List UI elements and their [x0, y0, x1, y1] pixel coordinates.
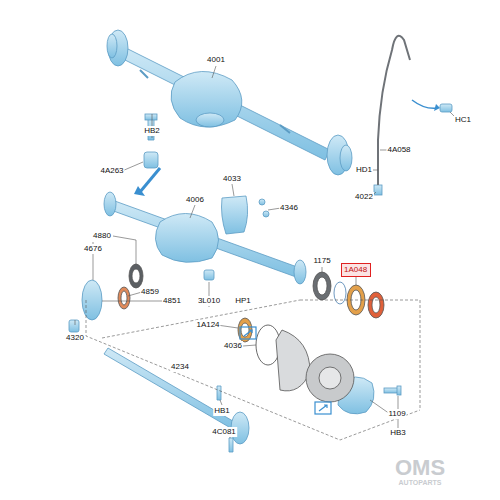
callout-number: 4033 [222, 174, 242, 184]
callout-number: 4006 [185, 195, 205, 205]
callout-number: 4346 [279, 203, 299, 213]
callout-number: 4880 [92, 231, 112, 241]
callout-number: 1175 [312, 256, 331, 266]
callout-number: 1109 [387, 409, 406, 419]
callout-number: HB2 [143, 126, 161, 136]
watermark: AUTOPARTS [398, 478, 443, 488]
callout-number: 4320 [65, 333, 85, 343]
callout-number: 1A048 [344, 265, 368, 275]
callout-number: 4C081 [211, 427, 237, 437]
callout-number: 4022 [354, 192, 374, 202]
callout-number: 4A263 [99, 166, 124, 176]
callout-number: 4676 [83, 244, 103, 254]
callout-number: HB3 [389, 428, 407, 438]
callout-number: 4001 [206, 55, 226, 65]
callout-number: 1A124 [195, 320, 220, 330]
callout-number: 4234 [170, 362, 190, 372]
callout-number: 4859 [140, 287, 160, 297]
callout-number: 3L010 [197, 296, 221, 306]
callout-number: HP1 [234, 296, 252, 306]
callout-number: 4A058 [386, 145, 411, 155]
highlight-box: 1A048 [341, 263, 371, 277]
watermark: OMS [394, 456, 446, 480]
callout-number: HB1 [213, 406, 231, 416]
callout-number: HC1 [454, 115, 472, 125]
callout-number: 4851 [162, 296, 182, 306]
callout-number: HD1 [355, 165, 373, 175]
callout-number: 4036 [223, 341, 243, 351]
